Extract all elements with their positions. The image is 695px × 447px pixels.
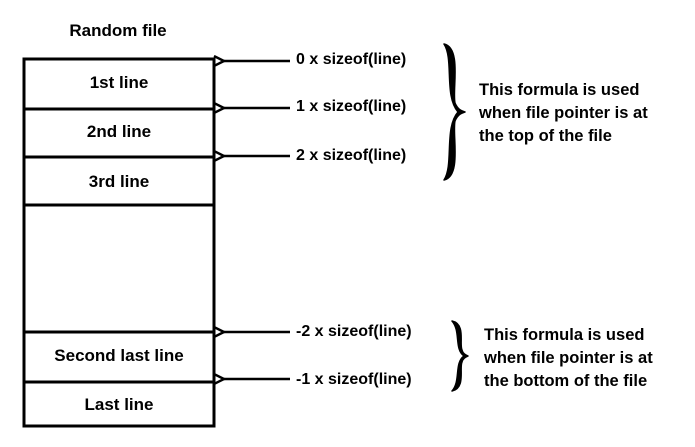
note-line: the top of the file [479, 127, 612, 145]
line-label-last: Last line [84, 395, 154, 414]
note-line: when file pointer is at [484, 349, 653, 367]
file-title: Random file [69, 21, 167, 40]
offset-label: -2 x sizeof(line) [296, 323, 412, 340]
top-brace [443, 43, 466, 181]
offset-label: -1 x sizeof(line) [296, 371, 412, 388]
bottom-brace [451, 320, 469, 392]
file-box [22, 57, 216, 428]
line-label-1st: 1st line [89, 73, 149, 92]
note-line: the bottom of the file [484, 372, 648, 390]
offset-label: 2 x sizeof(line) [296, 147, 407, 164]
line-label-3rd: 3rd line [88, 172, 150, 191]
top-note: This formula is used when file pointer i… [479, 79, 648, 148]
line-label-2nd: 2nd line [86, 122, 152, 141]
offset-label: 0 x sizeof(line) [296, 51, 407, 68]
offset-label: 1 x sizeof(line) [296, 98, 407, 115]
note-line: when file pointer is at [479, 104, 648, 122]
note-line: This formula is used [479, 81, 640, 99]
line-label-second-last: Second last line [54, 346, 184, 365]
bottom-note: This formula is used when file pointer i… [484, 324, 653, 393]
note-line: This formula is used [484, 326, 645, 344]
